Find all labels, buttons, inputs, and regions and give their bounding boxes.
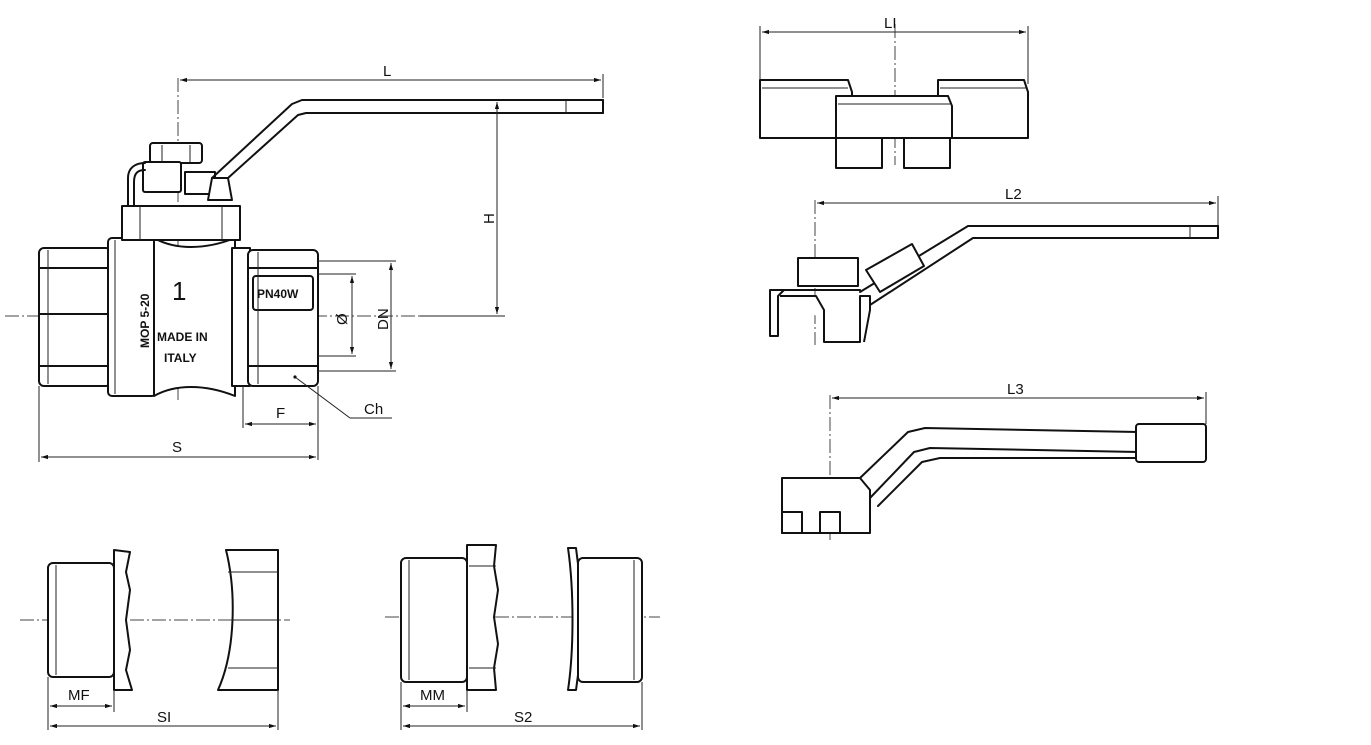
label-MF: MF (68, 687, 90, 704)
size-marking: 1 (172, 276, 186, 306)
handle-view-L3: L3 (781, 381, 1207, 540)
label-L1: LI (884, 15, 897, 32)
valve-left-end (38, 247, 112, 387)
lever-handle (207, 99, 604, 201)
label-F: F (276, 405, 285, 422)
pressure-marking: PN40W (257, 287, 299, 301)
label-S1: SI (157, 709, 171, 726)
handle-side-view-L2: L2 (769, 186, 1219, 345)
pn-marking-box (252, 275, 314, 311)
label-L: L (383, 63, 391, 80)
handle-top-view-L1: LI (759, 15, 1029, 169)
stem-nut (127, 142, 216, 206)
fitting-MF-view: MF SI (20, 549, 290, 730)
dimension-S: S (38, 386, 316, 462)
dimension-H: H (420, 102, 505, 317)
dimension-F: F (242, 386, 319, 460)
main-valve-view: 1 MOP 5-20 PN40W MADE IN ITALY L H Ø (5, 63, 604, 462)
label-DN: DN (375, 308, 392, 330)
label-S: S (172, 439, 182, 456)
dimension-L: L (180, 63, 604, 98)
valve-right-end (247, 249, 319, 387)
label-diameter: Ø (334, 313, 351, 325)
label-S2: S2 (514, 709, 532, 726)
label-L2: L2 (1005, 186, 1022, 203)
origin-marking-line1: MADE IN (157, 330, 208, 344)
fitting-MM-view: MM S2 (385, 544, 660, 730)
origin-marking-line2: ITALY (164, 351, 197, 365)
mop-marking: MOP 5-20 (138, 293, 152, 348)
label-Ch: Ch (364, 401, 383, 418)
valve-body (107, 205, 251, 397)
label-MM: MM (420, 687, 445, 704)
leader-Ch: Ch (293, 375, 392, 419)
dimension-DN: DN (318, 260, 396, 372)
dimension-diameter: Ø (318, 273, 356, 357)
label-L3: L3 (1007, 381, 1024, 398)
label-H: H (481, 213, 498, 224)
